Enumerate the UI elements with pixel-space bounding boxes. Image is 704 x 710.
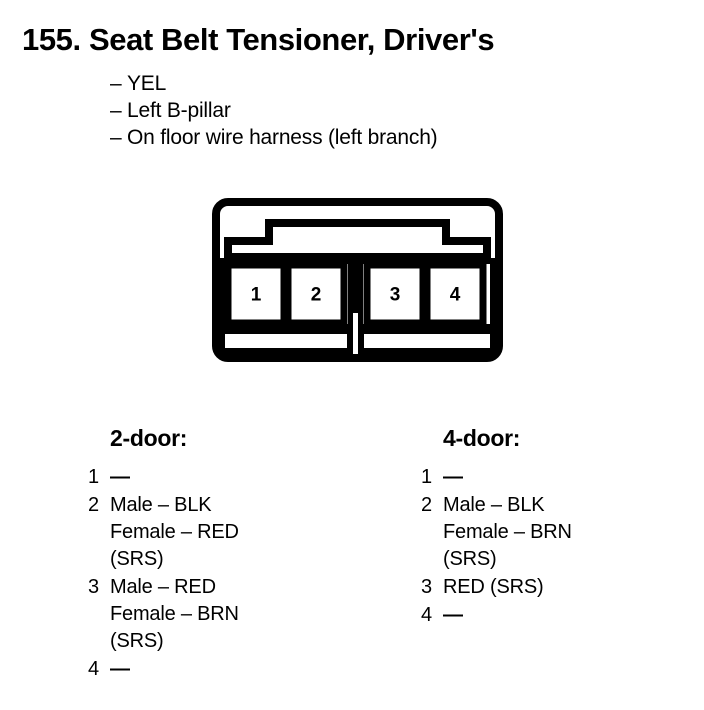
connector-attribute-label: Left B-pillar: [127, 99, 231, 122]
pin-cavity-2: [284, 261, 348, 327]
pin-number-4: 4: [450, 285, 461, 306]
pin-cavity-1: [224, 261, 288, 327]
pin-row-list: 1 — 2 Male – BLK Female – RED (SRS) 3 Ma…: [88, 464, 388, 683]
pin-row-values: Male – BLK Female – BRN (SRS): [443, 492, 572, 573]
connector-attribute-wire-color: –YEL: [110, 70, 437, 97]
connector-center-divider: [348, 258, 363, 328]
pin-table-4-door: 4-door: 1 — 2 Male – BLK Female – BRN (S…: [421, 424, 701, 630]
connector-attribute-harness: –On floor wire harness (left branch): [110, 124, 438, 151]
pin-value-line: Male – BLK: [443, 494, 545, 516]
pin-row-number: 3: [88, 576, 100, 598]
pin-empty-dash: —: [443, 604, 463, 626]
connector-center-slot: [353, 313, 358, 335]
pin-row-values: RED (SRS): [443, 574, 544, 601]
pin-value-line: (SRS): [443, 548, 497, 570]
pin-value-line: Female – BRN: [443, 521, 572, 543]
pin-row-values: —: [110, 656, 130, 683]
pin-table-2-door: 2-door: 1 — 2 Male – BLK Female – RED (S…: [88, 424, 388, 684]
connector-attribute-list: –YEL –Left B-pillar –On floor wire harne…: [110, 70, 438, 151]
pin-row-values: Male – BLK Female – RED (SRS): [110, 492, 239, 573]
pin-row: 2 Male – BLK Female – RED (SRS): [88, 492, 388, 573]
pin-row: 4 —: [421, 602, 701, 629]
pin-number-2: 2: [311, 285, 322, 306]
pin-empty-dash: —: [443, 466, 463, 488]
pin-row-values: —: [443, 464, 463, 491]
pin-number-1: 1: [251, 285, 262, 306]
pin-row: 1 —: [421, 464, 701, 491]
pin-row-number: 1: [421, 466, 433, 488]
pin-empty-dash: —: [110, 658, 130, 680]
pin-value-line: (SRS): [110, 630, 164, 652]
connector-diagram: 1 2 3 4: [205, 195, 510, 365]
pin-row-list: 1 — 2 Male – BLK Female – BRN (SRS) 3 RE…: [421, 464, 701, 629]
connector-attribute-label: On floor wire harness (left branch): [127, 126, 438, 149]
pin-row-number: 4: [88, 658, 100, 680]
pin-row: 1 —: [88, 464, 388, 491]
pin-row-number: 3: [421, 576, 433, 598]
pin-row-values: Male – RED Female – BRN (SRS): [110, 574, 239, 655]
connector-base-slot-left: [219, 328, 353, 354]
pin-row-number: 1: [88, 466, 100, 488]
pin-value-line: Female – BRN: [110, 603, 239, 625]
pin-value-line: (SRS): [110, 548, 164, 570]
pin-row-number: 2: [88, 494, 100, 516]
pin-number-3: 3: [390, 285, 401, 306]
bullet-dash-icon: –: [110, 126, 122, 149]
pin-cavity-4: [423, 261, 487, 327]
pin-row-number: 4: [421, 604, 433, 626]
pin-row: 3 RED (SRS): [421, 574, 701, 601]
page-title: 155. Seat Belt Tensioner, Driver's: [22, 22, 495, 57]
pin-table-heading: 2-door:: [110, 425, 188, 451]
pin-row: 4 —: [88, 656, 388, 683]
pin-row-values: —: [443, 602, 463, 629]
pin-value-line: Female – RED: [110, 521, 239, 543]
pin-table-heading: 4-door:: [443, 425, 521, 451]
pin-row-number: 2: [421, 494, 433, 516]
pin-value-line: Male – BLK: [110, 494, 212, 516]
pin-empty-dash: —: [110, 466, 130, 488]
pin-cavity-3: [363, 261, 427, 327]
bullet-dash-icon: –: [110, 99, 122, 122]
connector-attribute-location: –Left B-pillar: [110, 97, 437, 124]
connector-latch-keyway: [224, 219, 491, 261]
pin-row: 2 Male – BLK Female – BRN (SRS): [421, 492, 701, 573]
pin-value-line: RED (SRS): [443, 576, 544, 598]
bullet-dash-icon: –: [110, 72, 122, 95]
pin-value-line: Male – RED: [110, 576, 216, 598]
pin-row-values: —: [110, 464, 130, 491]
connector-base-slot-right: [358, 328, 496, 354]
pin-row: 3 Male – RED Female – BRN (SRS): [88, 574, 388, 655]
connector-attribute-label: YEL: [127, 72, 167, 95]
